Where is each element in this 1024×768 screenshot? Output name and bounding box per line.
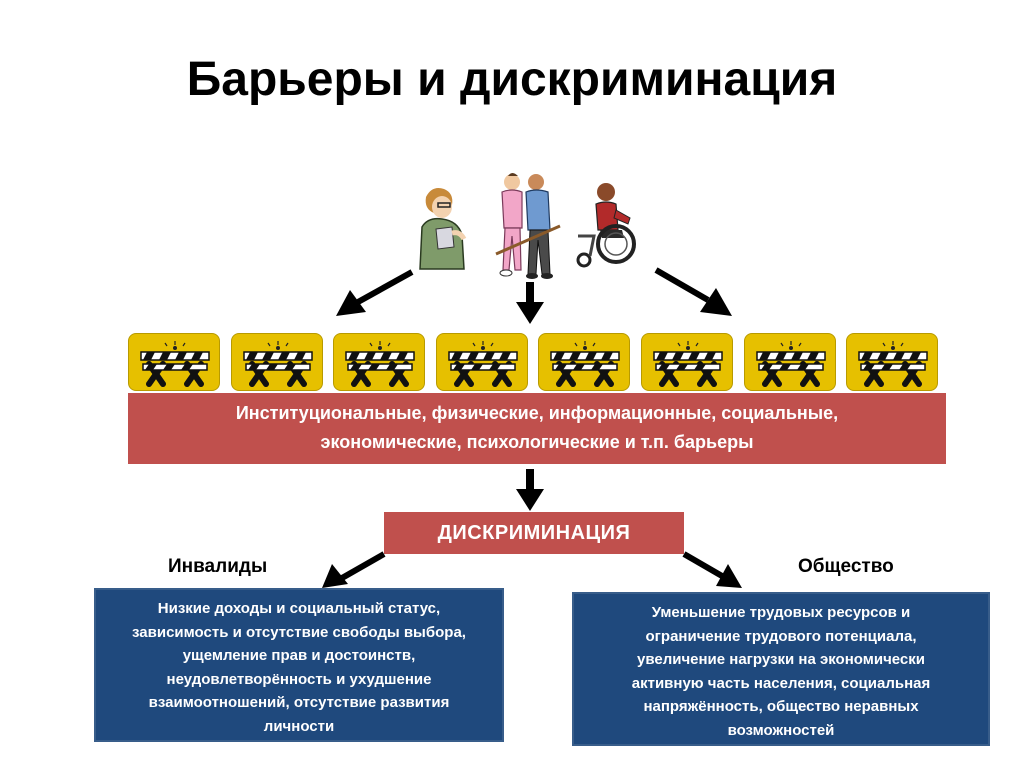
barrier-tile bbox=[641, 333, 733, 391]
arrow-down-left-icon bbox=[322, 551, 386, 588]
disabled-consequences-box: Низкие доходы и социальный статус, завис… bbox=[94, 588, 504, 742]
road-barrier-icon bbox=[140, 341, 210, 387]
arrow-down-icon bbox=[516, 282, 544, 324]
barrier-row bbox=[128, 333, 946, 391]
consequence-line: Уменьшение трудовых ресурсов и bbox=[651, 604, 911, 621]
road-barrier-icon bbox=[448, 341, 518, 387]
caregiver-with-blind-man-icon bbox=[495, 173, 561, 279]
road-barrier-icon bbox=[243, 341, 313, 387]
arrow-down-right-icon bbox=[682, 551, 742, 588]
consequence-line: зависимость и отсутствие свободы выбора, bbox=[132, 623, 466, 641]
road-barrier-icon bbox=[550, 341, 620, 387]
road-barrier-icon bbox=[756, 341, 826, 387]
barriers-line-2: экономические, психологические и т.п. ба… bbox=[320, 432, 754, 452]
barriers-line-1: Институциональные, физические, информаци… bbox=[235, 403, 839, 423]
barrier-tile bbox=[128, 333, 220, 391]
consequence-line: ущемление прав и достоинств, bbox=[182, 647, 416, 664]
barrier-tile bbox=[333, 333, 425, 391]
right-label: Общество bbox=[798, 556, 894, 577]
barriers-box: Институциональные, физические, информаци… bbox=[128, 393, 946, 464]
barrier-tile bbox=[846, 333, 938, 391]
consequence-line: ограничение трудового потенциала, bbox=[645, 627, 917, 645]
arrow-down-icon bbox=[516, 469, 544, 511]
page-title: Барьеры и дискриминация bbox=[186, 53, 838, 106]
consequence-line: взаимоотношений, отсутствие развития bbox=[148, 694, 450, 711]
consequence-line: неудовлетворённость и ухудшение bbox=[166, 670, 432, 688]
barrier-tile bbox=[231, 333, 323, 391]
road-barrier-icon bbox=[345, 341, 415, 387]
discrimination-box: ДИСКРИМИНАЦИЯ bbox=[384, 512, 684, 554]
road-barrier-icon bbox=[858, 341, 928, 387]
consequence-line: активную часть населения, социальная bbox=[631, 674, 931, 692]
woman-praying-icon bbox=[419, 188, 467, 270]
barrier-tile bbox=[744, 333, 836, 391]
consequence-line: возможностей bbox=[727, 721, 835, 739]
society-consequences-box: Уменьшение трудовых ресурсов и ограничен… bbox=[572, 592, 990, 746]
wheelchair-user-icon bbox=[576, 183, 636, 268]
left-label: Инвалиды bbox=[168, 556, 268, 577]
barrier-tile bbox=[538, 333, 630, 391]
consequence-line: Низкие доходы и социальный статус, bbox=[157, 600, 441, 617]
arrow-down-left-icon bbox=[336, 269, 414, 316]
arrow-down-right-icon bbox=[654, 267, 732, 316]
consequence-line: личности bbox=[263, 717, 335, 735]
consequence-line: увеличение нагрузки на экономически bbox=[636, 651, 925, 668]
consequence-line: напряжённость, общество неравных bbox=[643, 698, 919, 715]
road-barrier-icon bbox=[653, 341, 723, 387]
barrier-tile bbox=[436, 333, 528, 391]
